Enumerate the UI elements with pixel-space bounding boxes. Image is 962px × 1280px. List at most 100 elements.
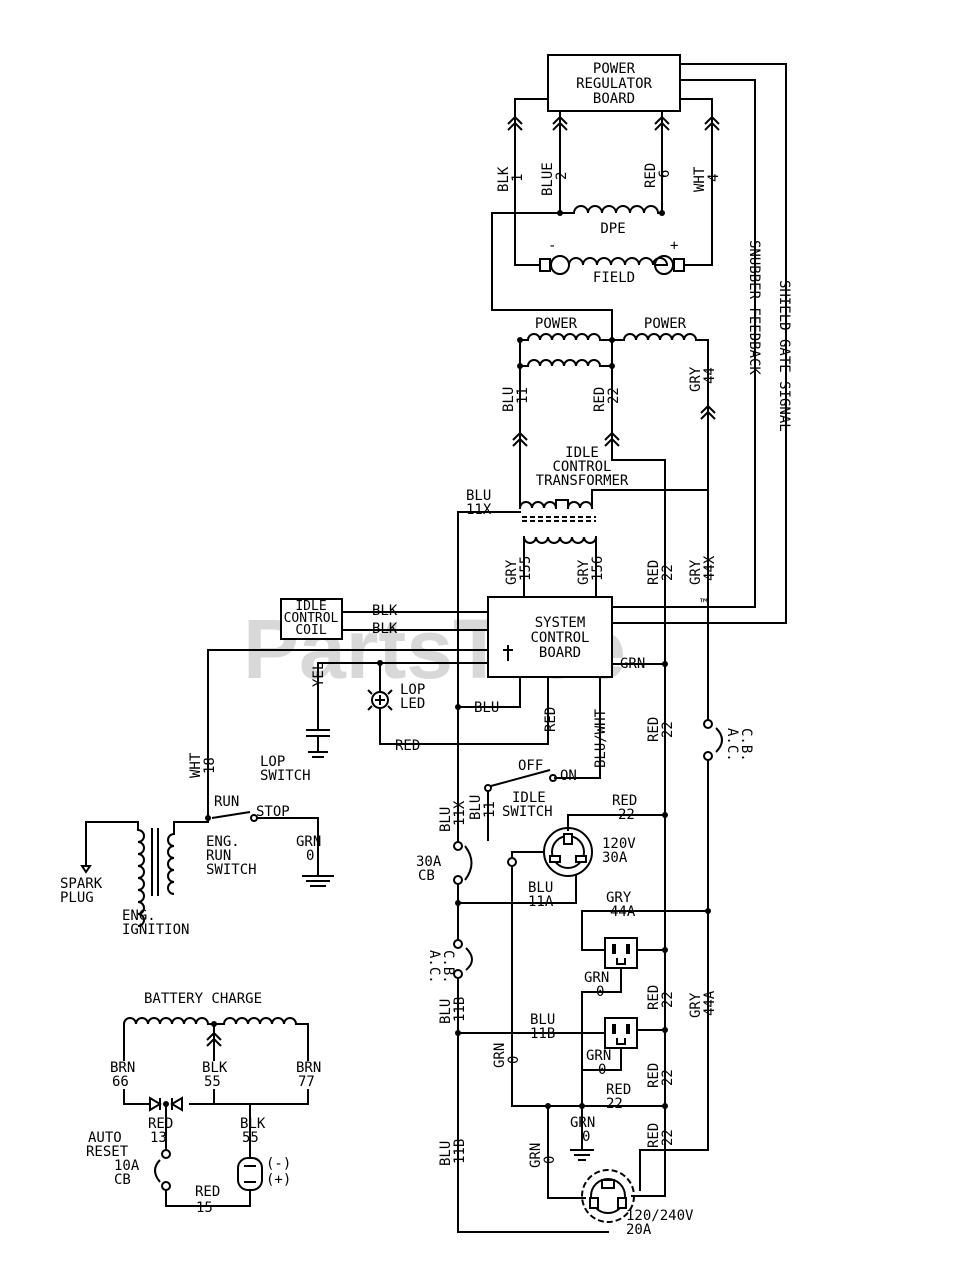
label-grn0-b-a: GRN bbox=[586, 1048, 611, 1064]
label-red22-low-a: RED bbox=[646, 717, 662, 742]
label-red22-b-b: 22 bbox=[660, 991, 676, 1008]
label-red13-a: RED bbox=[148, 1116, 173, 1132]
idle-switch-line2: SWITCH bbox=[502, 804, 553, 820]
eng-ignition-line2: IGNITION bbox=[122, 922, 189, 938]
ict-line3: TRANSFORMER bbox=[536, 473, 629, 489]
label-red15-a: RED bbox=[195, 1184, 220, 1200]
label-blu11a-a: BLU bbox=[528, 880, 553, 896]
battery-charge-windings bbox=[123, 1017, 308, 1027]
label-blu-wht: BLU/WHT bbox=[593, 708, 609, 768]
power-windings: POWER POWER bbox=[517, 316, 708, 369]
label-grn0-v-a: GRN bbox=[492, 1043, 508, 1068]
prb-line3: BOARD bbox=[593, 91, 635, 107]
idle-switch: OFF ON IDLE SWITCH bbox=[484, 758, 577, 820]
label-gry44x-a: GRY bbox=[688, 559, 704, 585]
label-blu11x-top-a: BLU bbox=[466, 488, 491, 504]
label-blu-scb: BLU bbox=[474, 700, 499, 716]
battery-connector: (-) (+) bbox=[237, 1156, 291, 1191]
label-blk-coil1: BLK bbox=[372, 603, 398, 619]
label-gry44x-b: 44X bbox=[702, 555, 718, 581]
label-blk55-top-a: BLK bbox=[202, 1060, 228, 1076]
duplex-receptacle-upper bbox=[604, 937, 638, 969]
field-minus: - bbox=[548, 238, 556, 254]
eng-run-switch-line1: ENG. bbox=[206, 834, 240, 850]
label-blu11b-h-a: BLU bbox=[530, 1012, 555, 1028]
auto-reset-line1: AUTO bbox=[88, 1130, 122, 1146]
idle-off-label: OFF bbox=[518, 758, 543, 774]
lop-switch-line1: LOP bbox=[260, 754, 285, 770]
label-blu11b-low-a: BLU bbox=[438, 1141, 454, 1166]
label-blu11-low-a: BLU bbox=[468, 795, 484, 820]
label-red-lop: RED bbox=[395, 738, 420, 754]
auto-reset-cb: AUTO RESET 10A CB bbox=[86, 1130, 171, 1191]
field-label: FIELD bbox=[593, 270, 635, 286]
cb-30a: 30A CB bbox=[416, 841, 473, 885]
spark-plug-line2: PLUG bbox=[60, 890, 94, 906]
ict-line2: CONTROL bbox=[552, 459, 611, 475]
system-control-board: SYSTEM CONTROL BOARD bbox=[487, 596, 613, 678]
label-red-scb: RED bbox=[543, 707, 559, 732]
label-blu11b-v-b: 11B bbox=[452, 997, 468, 1022]
label-gry44a-h-b: 44A bbox=[610, 904, 636, 920]
connector-chevrons-top bbox=[507, 115, 720, 131]
label-blu11b-v-a: BLU bbox=[438, 999, 454, 1024]
prb-line1: POWER bbox=[593, 61, 636, 77]
icc-line2: CONTROL bbox=[284, 611, 339, 626]
cb-30a-line1: 30A bbox=[416, 854, 442, 870]
label-blu11b-low-b: 11B bbox=[452, 1139, 468, 1164]
label-blu11x-top-b: 11X bbox=[466, 502, 492, 518]
ac-cb-lower-2: C.B. bbox=[440, 950, 456, 984]
dpe-label: DPE bbox=[600, 221, 625, 237]
label-red13-b: 13 bbox=[150, 1130, 167, 1146]
label-grn0-a-a: GRN bbox=[584, 970, 609, 986]
label-grn0-a-b: 0 bbox=[596, 984, 604, 1000]
lop-led: LOP LED bbox=[367, 682, 425, 712]
label-red22-top-a: RED bbox=[592, 387, 608, 412]
label-blue2-b: 2 bbox=[554, 172, 570, 180]
label-gry156-a: GRY bbox=[576, 559, 592, 585]
label-blu11-a: BLU bbox=[501, 387, 517, 412]
label-grn0-run-a: GRN bbox=[296, 834, 321, 850]
label-blu11b-h-b: 11B bbox=[530, 1026, 555, 1042]
label-grn0-gnd-b: 0 bbox=[582, 1129, 590, 1145]
label-blu11x-low-b: 11X bbox=[452, 800, 468, 826]
label-gry44a-h-a: GRY bbox=[606, 890, 632, 906]
idle-switch-line1: IDLE bbox=[512, 790, 546, 806]
ac-circuit-breaker-lower: A.C.C.B. bbox=[426, 939, 473, 984]
receptacle-120v-30a: 120V 30A bbox=[543, 827, 636, 877]
receptacle-120-240v-20a: 120/240V 20A bbox=[581, 1169, 694, 1238]
label-red22-d-a: RED bbox=[646, 1123, 662, 1148]
auto-reset-line4: CB bbox=[114, 1172, 131, 1188]
label-grn0-b-b: 0 bbox=[598, 1062, 606, 1078]
label-grn0-v-b: 0 bbox=[506, 1056, 522, 1064]
label-blk55-bot-b: 55 bbox=[242, 1130, 259, 1146]
snubber-feedback-label: SNUBBER FEEDBACK bbox=[746, 240, 762, 375]
label-blk55-bot-a: BLK bbox=[240, 1116, 266, 1132]
label-blk1-a: BLK bbox=[496, 166, 512, 192]
shield-gate-signal-label: SHIELD GATE SIGNAL bbox=[776, 280, 792, 432]
label-blu11-b: 11 bbox=[515, 387, 531, 404]
connector-chevrons-mid bbox=[512, 404, 716, 447]
label-red22-c-a: RED bbox=[646, 1063, 662, 1088]
ac-cb-lower-1: A.C. bbox=[426, 950, 442, 984]
label-red15-b: 15 bbox=[196, 1200, 213, 1216]
label-blu11-low-b: 11 bbox=[482, 801, 498, 818]
idle-on-label: ON bbox=[560, 768, 577, 784]
battery-plus-label: (+) bbox=[266, 1172, 291, 1188]
label-grn0-run-b: 0 bbox=[306, 848, 314, 864]
ict-line1: IDLE bbox=[565, 445, 599, 461]
label-red22-c-b: 22 bbox=[660, 1069, 676, 1086]
label-gry155-a: GRY bbox=[504, 559, 520, 585]
receptacle-120v-line1: 120V bbox=[602, 836, 636, 852]
label-red22-d-b: 22 bbox=[660, 1129, 676, 1146]
label-brn66-b: 66 bbox=[112, 1074, 129, 1090]
lop-led-line1: LOP bbox=[400, 682, 425, 698]
label-blk55-top-b: 55 bbox=[204, 1074, 221, 1090]
label-blk1-b: 1 bbox=[510, 174, 526, 182]
label-gry44a-v-a: GRY bbox=[688, 992, 704, 1018]
label-red22-b-a: RED bbox=[646, 985, 662, 1010]
label-red6-a: RED bbox=[643, 163, 659, 188]
label-brn77-b: 77 bbox=[298, 1074, 315, 1090]
label-yel: YEL bbox=[311, 662, 327, 687]
label-brn77-a: BRN bbox=[296, 1060, 321, 1076]
